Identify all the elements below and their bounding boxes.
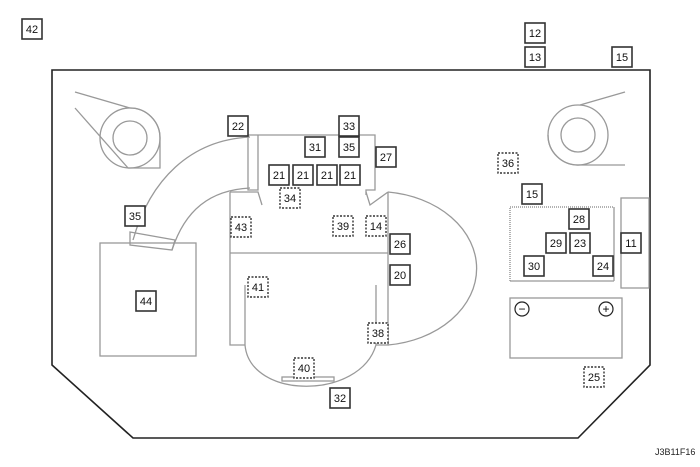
callout-number: 15: [616, 52, 628, 64]
callout-21: 21: [268, 164, 290, 186]
callout-number: 24: [597, 261, 609, 273]
callout-13: 13: [524, 46, 546, 68]
callout-34: 34: [279, 187, 301, 209]
callout-number: 34: [284, 193, 296, 205]
callout-26: 26: [389, 233, 411, 255]
callout-43: 43: [230, 216, 252, 238]
callout-27: 27: [375, 146, 397, 168]
callout-20: 20: [389, 264, 411, 286]
callout-21: 21: [339, 164, 361, 186]
callout-number: 21: [297, 170, 309, 182]
battery-minus-icon: −: [518, 302, 525, 316]
callout-number: 21: [321, 170, 333, 182]
callout-number: 20: [394, 270, 406, 282]
callout-number: 35: [343, 142, 355, 154]
callout-36: 36: [497, 152, 519, 174]
callout-number: 12: [529, 28, 541, 40]
callout-number: 23: [574, 238, 586, 250]
callout-number: 43: [235, 222, 247, 234]
callout-number: 27: [380, 152, 392, 164]
callout-number: 25: [588, 372, 600, 384]
callout-number: 26: [394, 239, 406, 251]
callout-number: 36: [502, 158, 514, 170]
callout-number: 44: [140, 296, 152, 308]
air-cleaner: [99, 242, 197, 357]
relay-box: [247, 134, 376, 195]
callout-number: 30: [528, 261, 540, 273]
callout-number: 32: [334, 393, 346, 405]
callout-number: 13: [529, 52, 541, 64]
callout-35: 35: [124, 205, 146, 227]
callout-number: 21: [344, 170, 356, 182]
engine-block: [229, 191, 389, 346]
callout-24: 24: [592, 255, 614, 277]
callout-number: 39: [337, 221, 349, 233]
callout-28: 28: [568, 208, 590, 230]
callout-number: 21: [273, 170, 285, 182]
callout-12: 12: [524, 22, 546, 44]
callout-number: 35: [129, 211, 141, 223]
callout-number: 33: [343, 121, 355, 133]
callout-number: 28: [573, 214, 585, 226]
diagram-code: J3B11F16: [655, 447, 695, 457]
callout-number: 41: [252, 282, 264, 294]
right-pulley: [547, 91, 626, 166]
callout-number: 11: [625, 238, 636, 250]
callout-number: 31: [309, 142, 321, 154]
callout-15: 15: [611, 46, 633, 68]
callout-22: 22: [227, 115, 249, 137]
callout-23: 23: [569, 232, 591, 254]
callout-33: 33: [338, 115, 360, 137]
left-pulley: [74, 91, 161, 169]
callout-number: 42: [26, 24, 38, 36]
callout-32: 32: [329, 387, 351, 409]
callout-number: 38: [372, 328, 384, 340]
callout-25: 25: [583, 366, 605, 388]
callout-41: 41: [247, 276, 269, 298]
callout-44: 44: [135, 290, 157, 312]
callout-15: 15: [521, 183, 543, 205]
callout-number: 22: [232, 121, 244, 133]
callout-number: 40: [298, 363, 310, 375]
battery: − +: [509, 297, 623, 359]
callout-31: 31: [304, 136, 326, 158]
callout-40: 40: [293, 357, 315, 379]
callout-21: 21: [292, 164, 314, 186]
callout-29: 29: [545, 232, 567, 254]
callout-number: 29: [550, 238, 562, 250]
callout-11: 11: [620, 232, 642, 254]
callout-35: 35: [338, 136, 360, 158]
callout-number: 15: [526, 189, 538, 201]
battery-plus-icon: +: [602, 302, 609, 316]
callout-21: 21: [316, 164, 338, 186]
callout-30: 30: [523, 255, 545, 277]
vehicle-body-outline: [51, 69, 651, 439]
callout-42: 42: [21, 18, 43, 40]
callout-14: 14: [365, 215, 387, 237]
callout-39: 39: [332, 215, 354, 237]
callout-number: 14: [370, 221, 382, 233]
callout-38: 38: [367, 322, 389, 344]
